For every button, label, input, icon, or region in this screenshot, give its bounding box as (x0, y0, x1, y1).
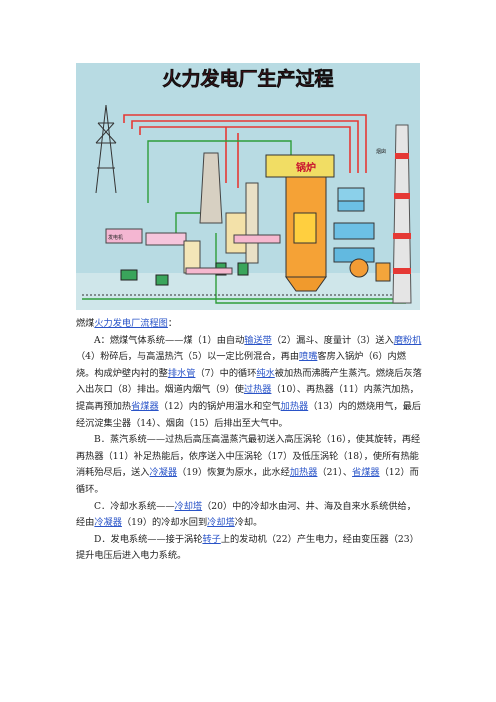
link-drain-pipe[interactable]: 排水管 (167, 367, 196, 379)
link-rotor[interactable]: 转子 (202, 533, 221, 545)
link-superheater[interactable]: 过热器 (243, 384, 272, 396)
process-illustration: 火力发电厂生产过程 发 (76, 63, 420, 310)
paragraph-a: A：燃煤气体系统——煤（1）由自动输送带（2）漏斗、度量计（3）送入磨粉机（4）… (76, 334, 422, 429)
power-plant-diagram: 火力发电厂生产过程 发 (76, 63, 420, 310)
svg-text:烟囱: 烟囱 (376, 148, 386, 155)
link-cooling-tower[interactable]: 冷却塔 (174, 500, 203, 512)
svg-text:锅炉: 锅炉 (296, 161, 316, 174)
chimney-icon (392, 124, 412, 304)
diagram-title: 火力发电厂生产过程 (162, 67, 333, 90)
link-nozzle[interactable]: 喷嘴 (299, 351, 318, 363)
link-mill[interactable]: 磨粉机 (393, 334, 422, 346)
link-conveyor[interactable]: 输送带 (244, 334, 272, 346)
transmission-tower (95, 104, 117, 194)
paragraph-c: C．冷却水系统——冷却塔（20）中的冷却水由河、井、海及自来水系统供给，经由冷凝… (76, 500, 416, 529)
article-text: 燃煤火力发电厂流程图： A：燃煤气体系统——煤（1）由自动输送带（2）漏斗、度量… (76, 316, 423, 565)
generator-block (105, 228, 143, 244)
link-economizer-2[interactable]: 省煤器 (352, 467, 380, 479)
paragraph-d: D．发电系统——接于涡轮转子上的发动机（22）产生电力，经由变压器（23）提升电… (76, 533, 419, 562)
link-heater[interactable]: 加热器 (280, 400, 309, 412)
paragraph-b: B．蒸汽系统——过热后高压高温蒸汽最初送入高压涡轮（16），使其旋转，再经再热器… (76, 434, 421, 495)
link-cooling-tower-2[interactable]: 冷却塔 (207, 517, 235, 529)
link-pure-water[interactable]: 纯水 (256, 367, 275, 379)
link-economizer[interactable]: 省煤器 (131, 400, 159, 412)
caption: 燃煤火力发电厂流程图： (76, 318, 178, 329)
link-heater-2[interactable]: 加热器 (289, 467, 318, 479)
caption-link[interactable]: 火力发电厂流程图 (94, 318, 168, 329)
link-condenser-2[interactable]: 冷凝器 (94, 517, 122, 529)
link-condenser[interactable]: 冷凝器 (149, 467, 178, 479)
svg-text:发电机: 发电机 (108, 234, 123, 241)
